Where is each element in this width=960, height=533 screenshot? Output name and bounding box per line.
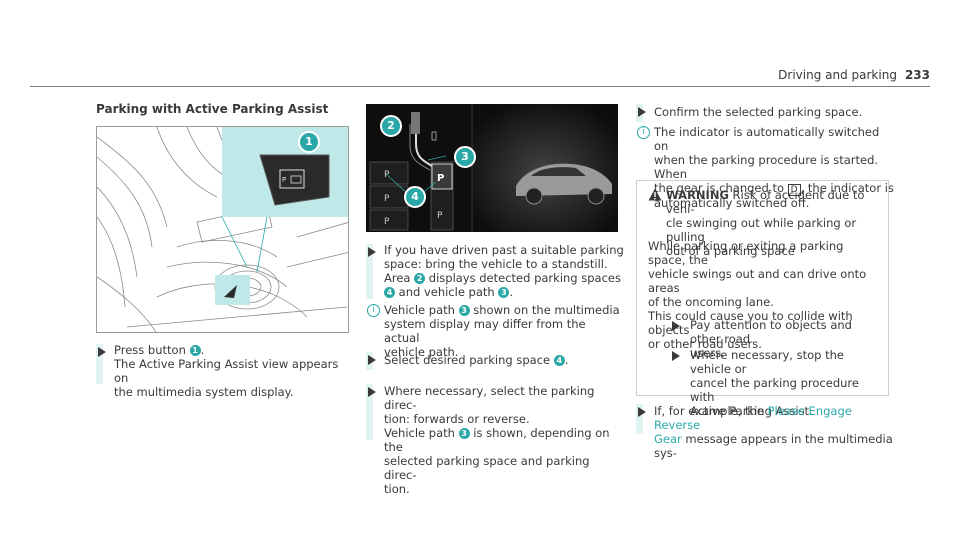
gear-d-symbol: D xyxy=(787,184,801,196)
step-arrow-icon xyxy=(672,321,680,331)
step-arrow-icon xyxy=(368,387,376,397)
step-bar xyxy=(366,244,373,299)
running-header: Driving and parking 233 xyxy=(778,68,930,82)
step-arrow-icon xyxy=(368,247,376,257)
step-bar xyxy=(96,344,103,384)
callout-4: 4 xyxy=(404,186,426,208)
gear-letter-2: P xyxy=(384,194,390,204)
page-number: 233 xyxy=(904,68,930,82)
console-illustration: P 1 xyxy=(96,126,349,333)
ref-1: 1 xyxy=(189,345,201,356)
info-icon: i xyxy=(367,304,380,317)
display-screenshot: P P P P P 2 3 4 xyxy=(366,104,618,232)
gear-letter-5: P xyxy=(437,211,443,221)
section-title: Parking with Active Parking Assist xyxy=(96,102,329,116)
info-indicator: The indicator is automatically switched … xyxy=(654,125,894,210)
warning-text: While parking or exiting a parking space… xyxy=(648,239,867,351)
step-arrow-icon xyxy=(638,407,646,417)
gear-letter-4: P xyxy=(437,173,444,184)
info-vehicle-path: Vehicle path 3 shown on the multimedia s… xyxy=(384,303,620,359)
display-drawing: P P P P P xyxy=(366,104,618,232)
message-link: Gear xyxy=(654,432,682,446)
callout-3: 3 xyxy=(454,146,476,168)
gear-letter-3: P xyxy=(384,217,390,227)
step-bar xyxy=(636,404,643,434)
step-arrow-icon xyxy=(98,347,106,357)
step-select-space: Select desired parking space 4. xyxy=(384,353,569,367)
step-confirm: Confirm the selected parking space. xyxy=(654,105,863,119)
step-bar xyxy=(366,384,373,440)
step-select-direction: Where necessary, select the parking dire… xyxy=(384,384,610,496)
step-arrow-icon xyxy=(638,107,646,117)
info-icon: i xyxy=(637,126,650,139)
warning-step-attention: Pay attention to objects and other road … xyxy=(690,318,852,360)
header-section: Driving and parking xyxy=(778,68,897,82)
console-drawing: P xyxy=(97,127,348,332)
callout-2: 2 xyxy=(380,115,402,137)
warning-box xyxy=(636,180,889,396)
svg-text:P: P xyxy=(282,176,286,184)
step-arrow-icon xyxy=(368,355,376,365)
callout-1: 1 xyxy=(298,131,320,153)
gear-letter-1: P xyxy=(384,170,390,180)
step-reverse-gear: If, for example, the Please Engage Rever… xyxy=(654,404,893,460)
warning-step-stop: Where necessary, stop the vehicle or can… xyxy=(690,348,859,418)
step-drive-past: If you have driven past a suitable parki… xyxy=(384,243,624,299)
header-rule xyxy=(30,86,930,87)
warning-heading: WARNING Risk of accident due to vehi- cl… xyxy=(666,188,865,258)
message-link: Please Engage Reverse xyxy=(654,404,852,432)
step-press-button: Press button 1. The Active Parking Assis… xyxy=(114,343,339,399)
step-arrow-icon xyxy=(672,351,680,361)
warning-triangle-icon xyxy=(648,188,662,201)
